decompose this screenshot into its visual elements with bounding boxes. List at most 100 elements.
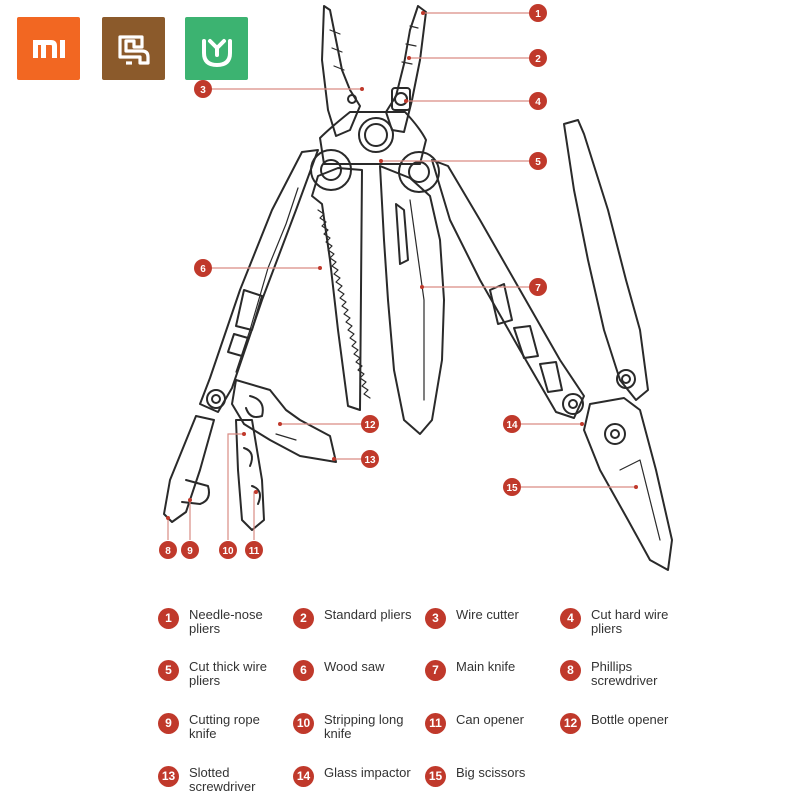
legend-label: Bottle opener — [591, 712, 669, 727]
legend-number: 1 — [158, 608, 179, 629]
can-opener-tool — [235, 419, 265, 531]
mi-logo-mark — [32, 39, 65, 58]
legend-item-14: 14 Glass impactor — [285, 761, 420, 801]
legend-item-7: 7 Main knife — [417, 655, 552, 695]
svg-text:3: 3 — [200, 85, 206, 96]
handle-right — [431, 159, 585, 419]
youpin-logo-mark — [117, 34, 150, 65]
svg-text:12: 12 — [364, 420, 376, 431]
legend-number: 5 — [158, 660, 179, 681]
legend-number: 3 — [425, 608, 446, 629]
legend-item-5: 5 Cut thick wire pliers — [150, 655, 285, 695]
scissors-lower-blade — [583, 397, 673, 571]
legend-number: 7 — [425, 660, 446, 681]
multitool-drawing — [163, 5, 673, 571]
legend-number: 2 — [293, 608, 314, 629]
svg-text:11: 11 — [249, 546, 260, 557]
legend-label: Standard pliers — [324, 607, 412, 622]
svg-text:13: 13 — [364, 455, 376, 466]
mi-logo — [17, 17, 80, 80]
legend-label: Phillips screwdriver — [591, 659, 658, 688]
multitool-diagram: 1 2 3 4 5 6 7 8 9 10 11 12 13 14 15 — [159, 4, 673, 571]
legend-item-8: 8 Phillips screwdriver — [552, 655, 687, 695]
legend-item-12: 12 Bottle opener — [552, 708, 687, 748]
bolt-right — [398, 151, 440, 193]
callout-14: 14 — [503, 415, 521, 433]
legend-item-3: 3 Wire cutter — [417, 603, 552, 643]
phillips-screwdriver-tool — [163, 415, 215, 523]
callout-12: 12 — [361, 415, 379, 433]
legend-item-15: 15 Big scissors — [417, 761, 552, 801]
legend-number: 11 — [425, 713, 446, 734]
svg-text:5: 5 — [535, 157, 541, 168]
legend-item-9: 9 Cutting rope knife — [150, 708, 285, 748]
handle-left — [199, 149, 319, 413]
callout-1: 1 — [529, 4, 547, 22]
callout-lines — [167, 12, 636, 540]
legend-label: Main knife — [456, 659, 516, 674]
legend-label: Wood saw — [324, 659, 385, 674]
svg-text:4: 4 — [535, 97, 541, 108]
legend-label: Glass impactor — [324, 765, 411, 780]
legend-item-4: 4 Cut hard wire pliers — [552, 603, 687, 643]
svg-text:8: 8 — [165, 546, 171, 557]
legend-label: Can opener — [456, 712, 524, 727]
svg-text:1: 1 — [535, 9, 541, 20]
legend-number: 15 — [425, 766, 446, 787]
legend-label: Cut thick wire pliers — [189, 659, 268, 688]
callout-7: 7 — [529, 278, 547, 296]
callout-9: 9 — [181, 541, 199, 559]
callout-10: 10 — [219, 541, 237, 559]
svg-text:6: 6 — [200, 264, 206, 275]
legend-number: 9 — [158, 713, 179, 734]
svg-text:15: 15 — [506, 483, 518, 494]
callout-4: 4 — [529, 92, 547, 110]
youpin-logo — [102, 17, 165, 80]
legend-item-11: 11 Can opener — [417, 708, 552, 748]
legend-label: Cut hard wire pliers — [591, 607, 669, 636]
legend-number: 8 — [560, 660, 581, 681]
legend-label: Needle-nose pliers — [189, 607, 263, 636]
callout-13: 13 — [361, 450, 379, 468]
legend-label: Cutting rope knife — [189, 712, 260, 741]
scissors-upper-blade — [563, 119, 649, 401]
legend-label: Wire cutter — [456, 607, 519, 622]
bottle-opener-tool — [231, 379, 337, 463]
legend-item-13: 13 Slotted screwdriver — [150, 761, 285, 801]
legend-item-2: 2 Standard pliers — [285, 603, 420, 643]
svg-text:14: 14 — [506, 420, 518, 431]
saw-blade — [311, 167, 363, 411]
svg-text:7: 7 — [535, 283, 541, 294]
legend-number: 10 — [293, 713, 314, 734]
pivot-block — [319, 111, 427, 165]
callout-3: 3 — [194, 80, 212, 98]
callout-2: 2 — [529, 49, 547, 67]
callout-line-11 — [253, 491, 256, 540]
callout-8: 8 — [159, 541, 177, 559]
main-knife — [379, 165, 445, 435]
legend-number: 12 — [560, 713, 581, 734]
svg-text:9: 9 — [187, 546, 193, 557]
legend-label: Big scissors — [456, 765, 526, 780]
callout-15: 15 — [503, 478, 521, 496]
svg-text:10: 10 — [222, 546, 234, 557]
legend-label: Slotted screwdriver — [189, 765, 256, 794]
legend-item-1: 1 Needle-nose pliers — [150, 603, 285, 643]
legend-number: 13 — [158, 766, 179, 787]
callout-dots — [166, 11, 638, 520]
tool-legend: 1 Needle-nose pliers 2 Standard pliers 3… — [150, 603, 710, 803]
callout-6: 6 — [194, 259, 212, 277]
callout-5: 5 — [529, 152, 547, 170]
mijia-logo-mark — [201, 38, 232, 67]
svg-text:2: 2 — [535, 54, 541, 65]
callout-badges: 1 2 3 4 5 6 7 8 9 10 11 12 13 14 15 — [159, 4, 547, 559]
legend-number: 14 — [293, 766, 314, 787]
legend-item-6: 6 Wood saw — [285, 655, 420, 695]
callout-11: 11 — [245, 541, 263, 559]
legend-label: Stripping long knife — [324, 712, 404, 741]
legend-number: 6 — [293, 660, 314, 681]
callout-line-10 — [227, 433, 244, 540]
legend-item-10: 10 Stripping long knife — [285, 708, 420, 748]
legend-number: 4 — [560, 608, 581, 629]
plier-jaw-left — [321, 5, 361, 137]
